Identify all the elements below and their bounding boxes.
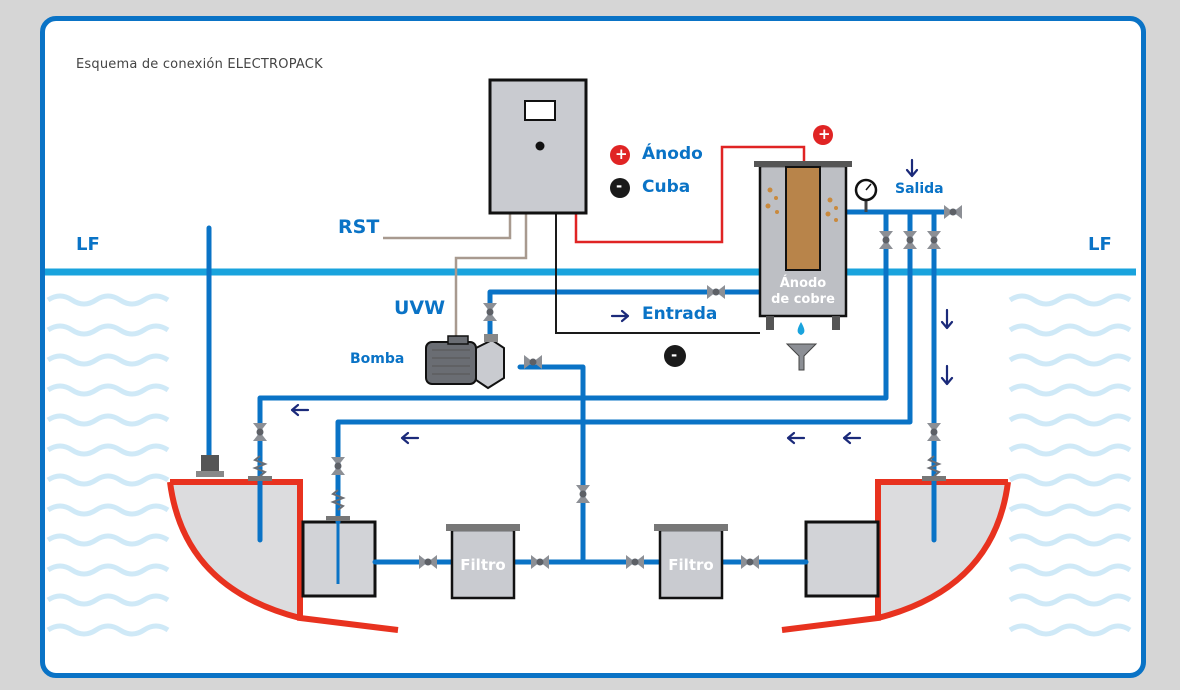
valve-icon <box>419 555 437 569</box>
valve-icon <box>626 555 644 569</box>
left-pool-vessel <box>170 482 300 618</box>
control-panel-indicator <box>535 141 545 151</box>
uvw-power-wire <box>454 213 528 340</box>
negative-terminal-symbol: - <box>671 346 678 364</box>
uvw-label: UVW <box>394 297 446 319</box>
filter-right <box>654 524 728 600</box>
rst-label: RST <box>338 216 380 238</box>
skimmer-device <box>201 455 219 471</box>
anodo-cobre-line1: Ánodo <box>779 276 827 291</box>
valve-icon <box>944 205 962 219</box>
bomba-label: Bomba <box>350 351 405 367</box>
page-title: Esquema de conexión ELECTROPACK <box>76 57 323 72</box>
filter-right-label: Filtro <box>668 556 714 574</box>
control-panel-display <box>524 100 556 121</box>
valve-icon <box>707 285 725 299</box>
valve-icon <box>927 231 941 249</box>
left-pool-wall <box>167 479 399 633</box>
salida-label: Salida <box>895 181 944 197</box>
negative-wire <box>555 213 760 334</box>
water-waves-left <box>48 296 168 634</box>
rst-power-wire <box>383 213 512 240</box>
positive-terminal-dot <box>813 125 833 145</box>
anodo-legend-label: Ánodo <box>642 144 703 164</box>
positive-terminal-symbol: + <box>818 125 831 143</box>
filter-left <box>446 524 520 600</box>
valve-icon <box>531 555 549 569</box>
lf-left-marker: LF <box>76 234 100 255</box>
filter-left-label: Filtro <box>460 556 506 574</box>
valve-icon <box>576 485 590 503</box>
funnel-icon <box>785 343 818 371</box>
anodo-legend-symbol: + <box>615 145 628 163</box>
valve-icon <box>483 303 497 321</box>
cuba-legend-symbol: - <box>616 177 623 195</box>
water-waves-right <box>1010 296 1130 634</box>
valve-icon <box>927 423 941 441</box>
copper-particles <box>765 187 838 222</box>
copper-anode <box>785 166 821 271</box>
negative-terminal-dot <box>664 345 686 367</box>
lf-right-marker: LF <box>1088 234 1112 255</box>
water-drop-icon <box>797 322 805 335</box>
pump-icon <box>425 334 505 390</box>
entrada-label: Entrada <box>642 304 718 324</box>
anodo-cobre-line2: de cobre <box>771 292 835 307</box>
valve-icon <box>253 423 267 441</box>
right-skimmer-box <box>804 520 880 598</box>
right-pool-vessel <box>878 482 1008 618</box>
pressure-gauge-icon <box>854 178 878 212</box>
flow-arrow-icon <box>290 158 954 445</box>
cuba-legend-label: Cuba <box>642 177 691 197</box>
valve-icon <box>331 457 345 475</box>
valve-icon <box>903 231 917 249</box>
valve-icon <box>741 555 759 569</box>
positive-wire <box>574 145 806 244</box>
valve-icon <box>879 231 893 249</box>
anodo-legend-dot <box>610 145 630 165</box>
cuba-legend-dot <box>610 178 630 198</box>
